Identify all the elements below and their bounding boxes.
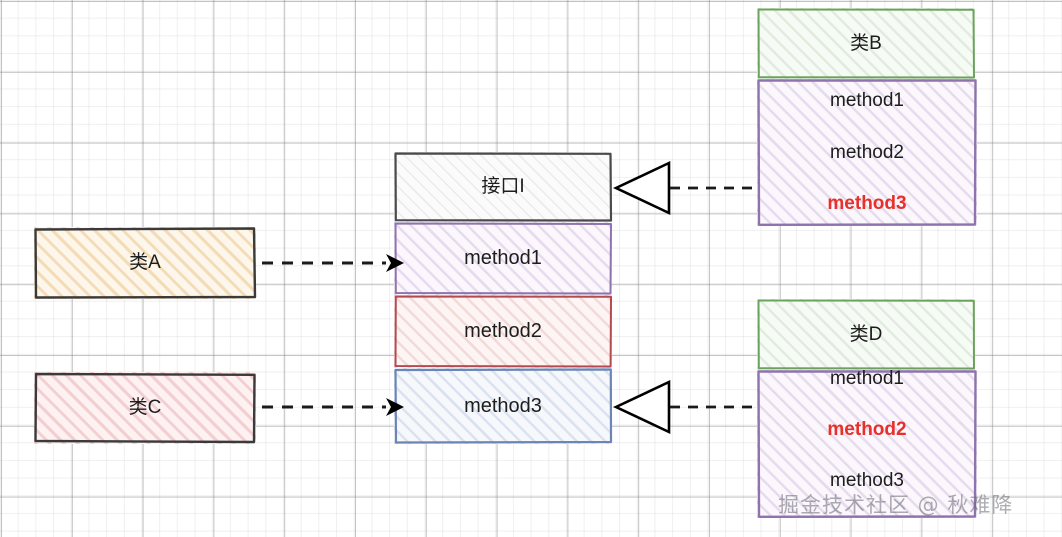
connector-class-b-realizes-interface: [612, 160, 754, 216]
class-b-method-1: method1: [830, 90, 904, 112]
class-box-c[interactable]: 类C: [34, 372, 256, 444]
class-box-a[interactable]: 类A: [34, 227, 257, 299]
interface-method-row-3[interactable]: method3: [394, 368, 613, 444]
class-b-method-2: method2: [830, 141, 904, 163]
connector-class-a-to-method1: [262, 254, 404, 272]
class-c-label: 类C: [128, 397, 162, 419]
interface-method-row-1[interactable]: method1: [394, 222, 612, 295]
class-d-method-2: method2: [827, 419, 907, 441]
class-a-label: 类A: [129, 252, 161, 274]
class-b-name-label: 类B: [850, 32, 882, 54]
class-d-body[interactable]: method1 method2 method3: [757, 368, 977, 518]
watermark-text: 掘金技术社区 @ 秋难降: [778, 493, 1014, 517]
interface-method-row-2[interactable]: method2: [394, 295, 612, 368]
connector-class-d-realizes-interface: [612, 379, 754, 435]
class-b-method-list: method1 method2 method3: [827, 63, 906, 242]
interface-name-label: 接口I: [481, 176, 525, 198]
interface-method-3-label: method3: [464, 394, 542, 417]
interface-method-1-label: method1: [464, 247, 542, 269]
class-b-method-3: method3: [827, 192, 907, 214]
class-d-method-1: method1: [830, 367, 904, 389]
class-b-body[interactable]: method1 method2 method3: [757, 79, 977, 226]
interface-method-2-label: method2: [464, 320, 542, 342]
interface-header[interactable]: 接口I: [394, 152, 613, 222]
connector-class-c-to-method3: [262, 398, 404, 416]
